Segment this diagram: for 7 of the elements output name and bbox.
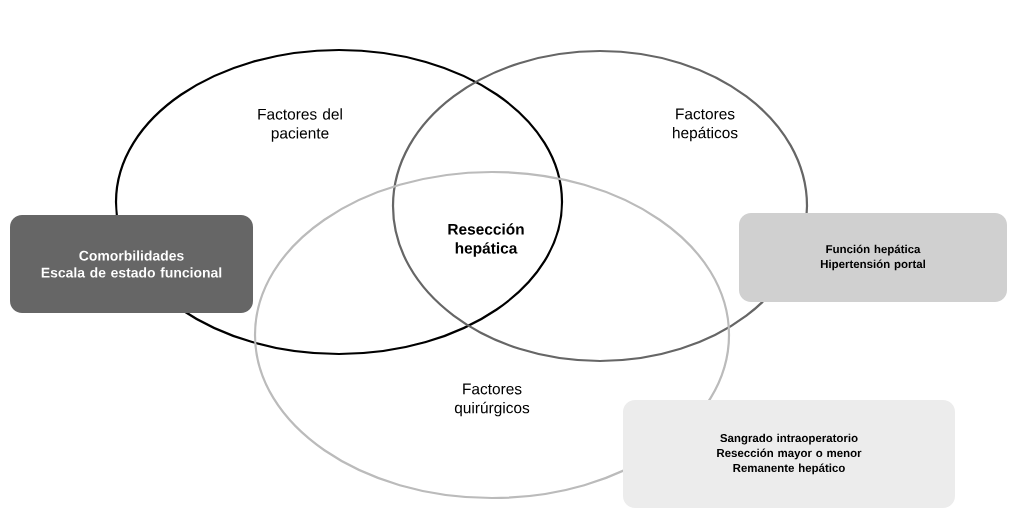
center-label: Resección hepática: [448, 223, 524, 257]
circle-label: Factores hepáticos: [673, 108, 738, 142]
rounded-box: Función hepática Hipertensión portal: [739, 213, 1007, 302]
circle-label: Factores quirúrgicos: [454, 383, 530, 417]
rounded-box: Sangrado intraoperatorio Resección mayor o menor Remanente hepático: [623, 400, 955, 508]
rounded-box: Comorbilidades Escala de estado funcional: [10, 215, 253, 313]
circle-label: Factores del paciente: [258, 108, 342, 142]
